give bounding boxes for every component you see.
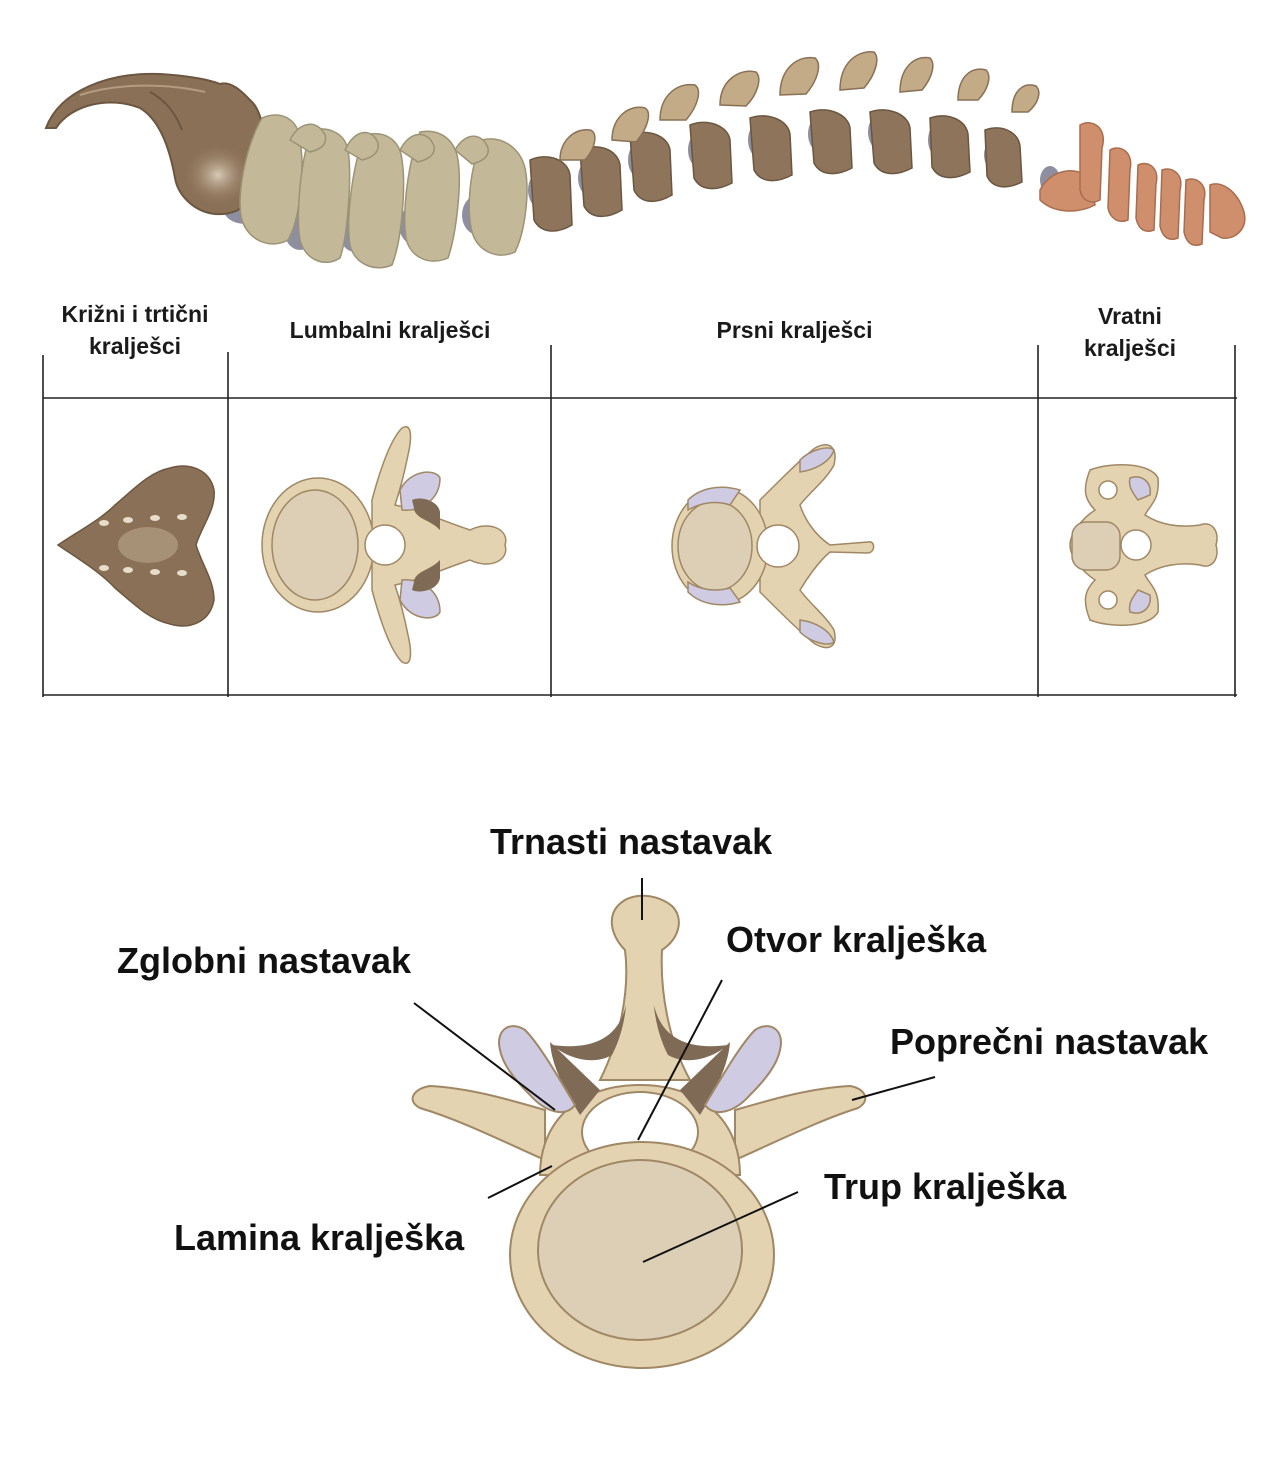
thoracic-section-shape (672, 445, 874, 648)
label-spinous-process: Trnasti nastavak (490, 821, 772, 863)
region-label-lumbar: Lumbalni kralješci (230, 314, 550, 346)
cervical-vertebrae-shapes (1040, 123, 1245, 245)
lumbar-vertebrae-shapes (240, 115, 527, 268)
sacrum-section-shape (58, 466, 214, 626)
lumbar-section-shape (262, 427, 506, 664)
region-label-cervical: Vratni kralješci (1070, 300, 1190, 364)
region-label-thoracic: Prsni kralješci (552, 314, 1037, 346)
label-vertebral-foramen: Otvor kralješka (726, 919, 986, 961)
label-vertebral-body: Trup kralješka (824, 1166, 1066, 1208)
region-table-lines (43, 345, 1237, 697)
label-articular-process: Zglobni nastavak (117, 940, 411, 982)
large-vertebra-shape (413, 896, 866, 1368)
label-lamina: Lamina kralješka (174, 1217, 464, 1259)
cervical-section-shape (1070, 465, 1217, 626)
thoracic-vertebrae-shapes (530, 110, 1022, 231)
label-transverse-process: Poprečni nastavak (890, 1021, 1208, 1063)
sacrum-coccyx-shape (46, 74, 264, 214)
region-label-sacral: Križni i trtični kralješci (44, 298, 226, 362)
